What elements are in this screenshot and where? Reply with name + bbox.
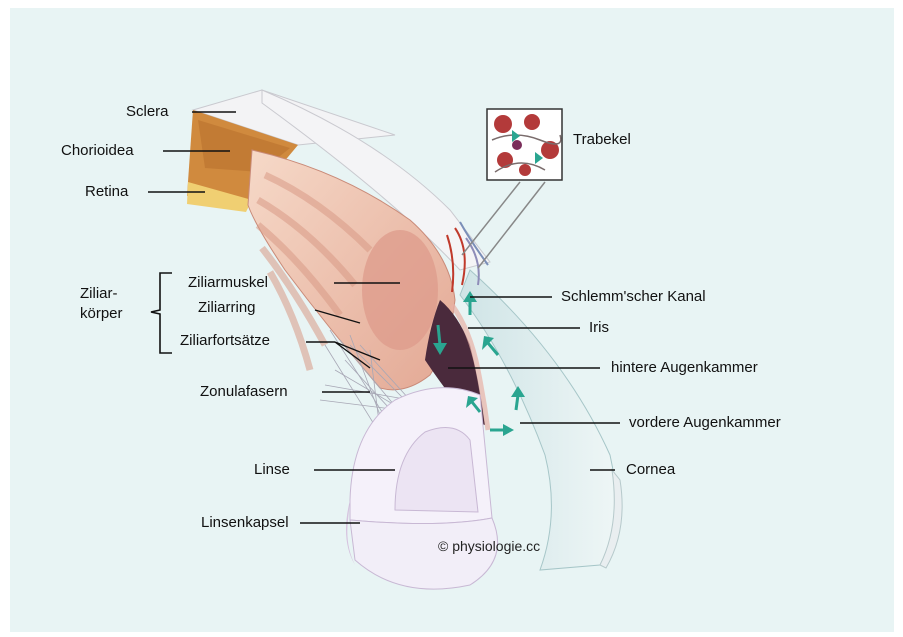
trabekel-inset: [462, 109, 562, 268]
label-vordere-augenkammer: vordere Augenkammer: [629, 414, 781, 432]
label-hintere-augenkammer: hintere Augenkammer: [611, 359, 758, 377]
ciliary-muscle-shape: [362, 230, 438, 350]
label-linse: Linse: [254, 461, 290, 479]
label-ziliarring: Ziliarring: [198, 299, 256, 317]
label-ziliarmuskel: Ziliarmuskel: [188, 274, 268, 292]
label-ziliarfortsaetze: Ziliarfortsätze: [180, 332, 270, 350]
label-iris: Iris: [589, 319, 609, 337]
label-retina: Retina: [85, 183, 128, 201]
copyright-text: © physiologie.cc: [438, 537, 540, 555]
ziliarkoerper-bracket: [151, 273, 172, 353]
label-zonulafasern: Zonulafasern: [200, 383, 288, 401]
label-sclera: Sclera: [126, 103, 169, 121]
label-ziliarkoerper-line2: körper: [80, 305, 123, 323]
label-ziliarkoerper-line1: Ziliar-: [80, 285, 118, 303]
label-linsenkapsel: Linsenkapsel: [201, 514, 289, 532]
lens-shape: [346, 388, 498, 590]
label-trabekel: Trabekel: [573, 131, 631, 149]
label-cornea: Cornea: [626, 461, 675, 479]
label-chorioidea: Chorioidea: [61, 142, 134, 160]
label-schlemm: Schlemm'scher Kanal: [561, 288, 706, 306]
